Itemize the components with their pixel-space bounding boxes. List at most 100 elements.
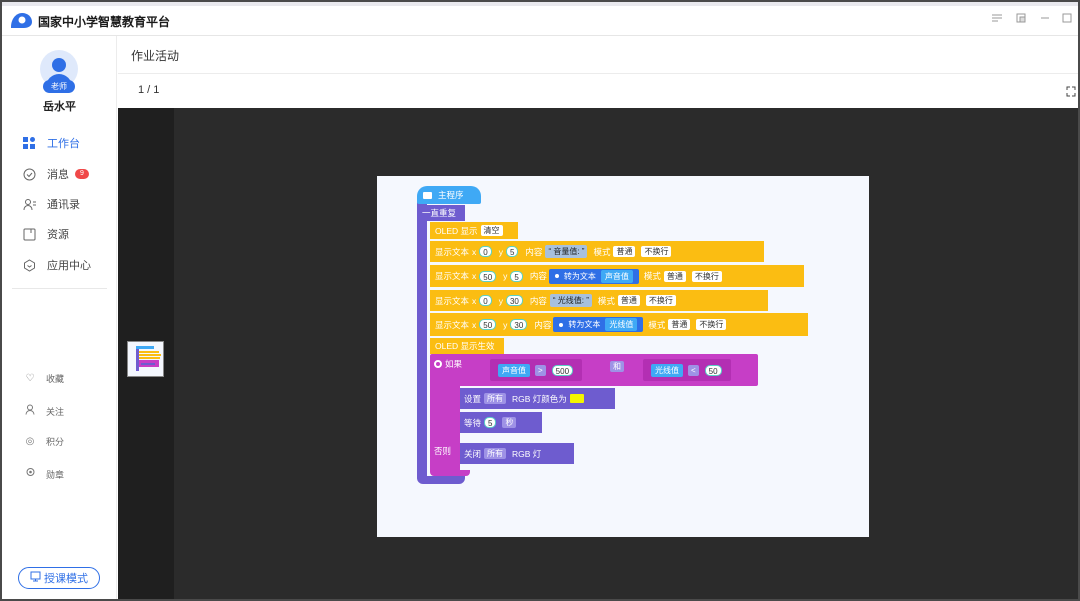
sidebar-item-label: 勋章 [46,469,65,480]
sound-sensor-block[interactable]: 声音值 [600,269,633,283]
sidebar-item-app-center[interactable]: 应用中心 [22,256,91,274]
user-name: 岳水平 [43,101,76,113]
resource-icon [22,227,36,241]
show-text-block-4[interactable]: 显示文本 x 50 y 30 内容 转为文本光线值 模式 普通 不换行 [430,313,808,336]
y-input[interactable]: 5 [505,246,519,257]
dashboard-icon [22,136,36,150]
teach-mode-button[interactable]: 授课模式 [18,567,100,589]
and-operator[interactable]: 和 [607,359,627,373]
app-title: 国家中小学智慧教育平台 [38,15,171,29]
y-input[interactable]: 30 [505,295,523,306]
main-program-block[interactable]: 主程序 [417,186,481,204]
menu-icon[interactable] [990,12,1004,26]
oled-effect-block[interactable]: OLED 显示生效 [430,338,504,354]
oled-mode-dropdown[interactable]: 清空 [480,225,503,236]
x-input[interactable]: 0 [479,295,492,306]
sidebar-item-points[interactable]: ◎ 积分 [24,435,64,448]
if-block-spine [430,384,460,470]
program-slide: 主程序 一直重复 OLED 显示 清空 显示文本 x 0 y 5 内容 “ 音量… [377,176,869,537]
color-swatch[interactable] [569,394,584,403]
teach-mode-label: 授课模式 [44,573,88,585]
x-input[interactable]: 50 [479,319,497,330]
threshold-input[interactable]: 50 [704,364,722,376]
sidebar-item-label: 工作台 [47,138,80,150]
show-text-block-1[interactable]: 显示文本 x 0 y 5 内容 “ 音量值: ” 模式 普通 不换行 [430,241,764,262]
compare-block-sound[interactable]: 声音值 > 500 [490,359,583,381]
y-input[interactable]: 5 [510,270,523,282]
threshold-input[interactable]: 500 [551,364,574,376]
led-target-dropdown[interactable]: 所有 [484,393,507,404]
set-rgb-block[interactable]: 设置 所有 RGB 灯颜色为 [460,388,615,409]
text-input[interactable]: “ 音量值: ” [545,245,588,258]
x-input[interactable]: 50 [479,270,497,282]
app-center-icon [22,258,36,272]
sidebar-item-label: 收藏 [46,374,65,384]
led-target-dropdown[interactable]: 所有 [484,448,507,459]
follow-icon [24,404,36,418]
sidebar-item-messages[interactable]: 消息 9 [22,165,89,183]
sidebar-item-favorites[interactable]: ♡ 收藏 [24,372,65,385]
if-block-footer [430,470,470,476]
page-indicator: 1 / 1 [138,84,160,96]
sidebar-item-label: 资源 [47,229,69,241]
light-sensor-block[interactable]: 光线值 [651,363,683,377]
wait-input[interactable]: 5 [484,417,497,428]
main-program-icon [423,191,432,199]
if-label: 如果 [434,357,462,371]
mode-dropdown[interactable]: 普通 [613,246,636,257]
contacts-icon [22,197,36,211]
if-settings-icon[interactable] [434,360,442,368]
wrap-dropdown[interactable]: 不换行 [696,319,727,330]
y-input[interactable]: 30 [510,319,528,330]
compare-operator-dropdown[interactable]: < [688,364,699,376]
else-label: 否则 [434,446,452,456]
sidebar-item-follow[interactable]: 关注 [24,404,64,418]
sidebar-divider [12,288,107,289]
sound-sensor-block[interactable]: 声音值 [498,363,530,377]
wrap-dropdown[interactable]: 不换行 [691,270,722,282]
rgb-off-block[interactable]: 关闭 所有 RGB 灯 [460,443,574,464]
text-input[interactable]: “ 光线值: ” [549,294,592,307]
x-input[interactable]: 0 [479,246,492,257]
document-viewer: 主程序 一直重复 OLED 显示 清空 显示文本 x 0 y 5 内容 “ 音量… [118,108,1078,599]
wait-block[interactable]: 等待 5 秒 [460,412,542,433]
sidebar-item-resources[interactable]: 资源 [22,225,69,243]
compare-block-light[interactable]: 光线值 < 50 [643,359,731,381]
mode-dropdown[interactable]: 普通 [617,295,640,306]
light-sensor-block[interactable]: 光线值 [605,318,638,331]
message-count-badge: 9 [75,169,89,179]
wrap-dropdown[interactable]: 不换行 [641,246,672,257]
sidebar-item-medals[interactable]: 勋章 [24,467,64,481]
show-text-block-2[interactable]: 显示文本 x 50 y 5 内容 转为文本声音值 模式 普通 不换行 [430,265,804,287]
mode-dropdown[interactable]: 普通 [663,270,686,282]
to-text-block[interactable]: 转为文本光线值 [553,317,644,332]
to-text-icon [557,320,566,329]
compare-operator-dropdown[interactable]: > [535,364,546,376]
page-thumbnail[interactable] [127,341,164,377]
sidebar: 老师 岳水平 工作台 消息 9 通讯录 资源 [2,36,117,599]
to-text-icon [552,272,561,280]
message-icon [22,167,36,181]
to-text-block[interactable]: 转为文本声音值 [548,268,639,284]
restore-icon[interactable] [1014,12,1028,26]
oled-clear-block[interactable]: OLED 显示 清空 [430,222,518,239]
fullscreen-icon[interactable] [1066,84,1076,97]
wrap-dropdown[interactable]: 不换行 [645,295,676,306]
sidebar-item-label: 消息 [47,169,69,181]
title-bar: 国家中小学智慧教育平台 [2,2,1078,36]
content-header: 作业活动 [118,36,1078,74]
sidebar-item-workbench[interactable]: 工作台 [22,134,80,152]
sidebar-item-contacts[interactable]: 通讯录 [22,195,80,213]
forever-block[interactable]: 一直重复 [417,205,465,221]
loop-spine [417,202,427,482]
teach-mode-icon [30,571,41,585]
maximize-icon[interactable] [1060,12,1074,26]
thumbnail-strip [118,108,174,599]
pager-bar: 1 / 1 [118,74,1078,108]
minimize-icon[interactable] [1038,12,1052,26]
mode-dropdown[interactable]: 普通 [668,319,691,330]
time-unit-dropdown[interactable]: 秒 [502,417,517,428]
role-badge: 老师 [43,80,75,93]
show-text-block-3[interactable]: 显示文本 x 0 y 30 内容 “ 光线值: ” 模式 普通 不换行 [430,290,768,311]
